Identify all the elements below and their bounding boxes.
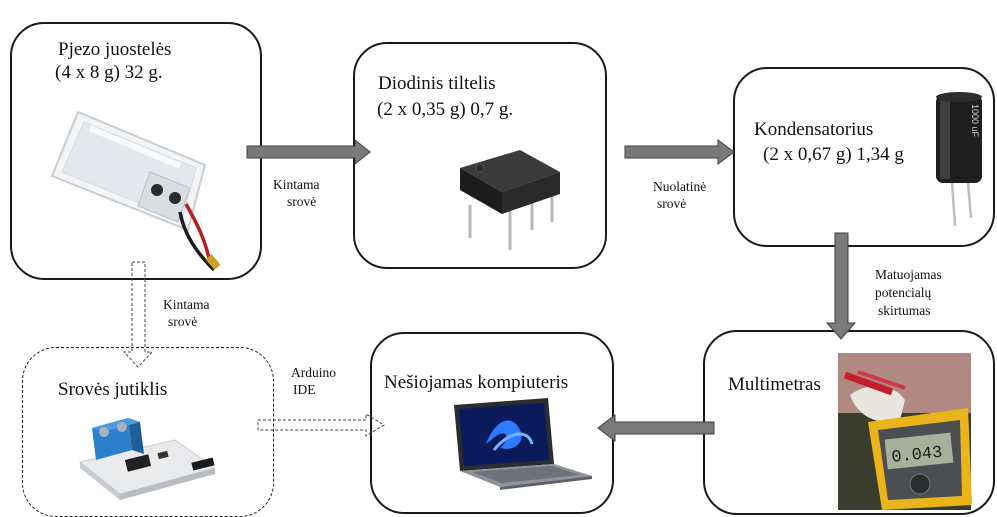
edge-label-bridge-capacitor-2: srovė [657, 196, 687, 211]
edge-label-capacitor-multimeter-2: potencialų [875, 285, 932, 300]
arrow-capacitor-to-multimeter [825, 232, 857, 340]
bridge-title-line2: (2 x 0,35 g) 0,7 g. [377, 99, 514, 120]
arrow-multimeter-to-laptop [597, 413, 715, 443]
edge-label-piezo-sensor-1: Kintama [163, 297, 210, 312]
multimeter-title: Multimetras [728, 374, 821, 395]
edge-label-capacitor-multimeter-3: skirtumas [878, 303, 931, 318]
edge-label-sensor-laptop-1: Arduino [291, 365, 336, 380]
laptop-picture [454, 398, 592, 490]
edge-label-piezo-bridge-1: Kintama [273, 177, 320, 192]
laptop-title: Nešiojamas kompiuteris [384, 372, 569, 393]
capacitor-marking: 1000 uF [970, 104, 980, 138]
current-sensor-picture [78, 418, 217, 500]
sensor-title: Srovės jutiklis [58, 379, 168, 400]
edge-label-sensor-laptop-2: IDE [293, 382, 316, 397]
piezo-title-line2: (4 x 8 g) 32 g. [55, 62, 163, 83]
piezo-title-line1: Pjezo juostelės [58, 39, 172, 60]
bridge-title-line1: Diodinis tiltelis [378, 73, 496, 94]
edge-label-piezo-sensor-2: srovė [168, 314, 198, 329]
piezo-strip-picture [50, 110, 221, 272]
edge-label-piezo-bridge-2: srovė [287, 194, 317, 209]
capacitor-title-line2: (2 x 0,67 g) 1,34 g [763, 144, 904, 165]
arrow-bridge-to-capacitor [624, 139, 735, 165]
edge-label-capacitor-multimeter-1: Matuojamas [875, 267, 942, 282]
arrow-piezo-to-sensor [122, 261, 154, 368]
arrow-sensor-to-laptop [257, 413, 385, 437]
edge-label-bridge-capacitor-1: Nuolatinė [653, 179, 707, 194]
capacitor-picture: 1000 uF [936, 92, 982, 227]
diode-bridge-node [353, 42, 607, 269]
capacitor-title-line1: Kondensatorius [754, 119, 874, 140]
arrow-piezo-to-bridge [246, 138, 371, 166]
multimeter-photo: 0.043 [838, 353, 972, 510]
diode-bridge-chip-picture [460, 150, 560, 250]
